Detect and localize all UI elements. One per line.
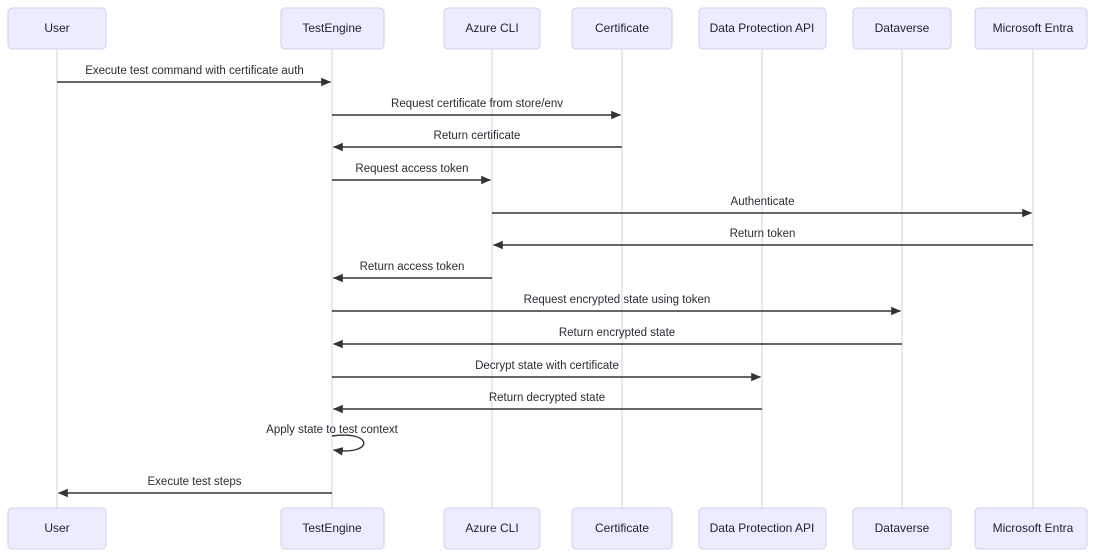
message-label: Apply state to test context — [266, 424, 398, 436]
actor-box-rect — [7, 507, 107, 550]
message-label: Request certificate from store/env — [391, 98, 563, 110]
actor-dvs-bottom[interactable]: Dataverse — [852, 507, 952, 550]
actor-boxes-top: User TestEngine Azure CLI Certificate Data P… — [7, 7, 1088, 50]
message-11: Return decrypted state — [333, 392, 762, 414]
message-1: Execute test command with certificate au… — [57, 65, 331, 87]
message-label: Return access token — [360, 261, 465, 273]
message-4: Request access token — [332, 163, 491, 185]
actor-box-rect — [571, 7, 673, 50]
actor-azcli-bottom[interactable]: Azure CLI — [443, 507, 541, 550]
message-9: Return encrypted state — [333, 327, 902, 349]
actor-label-dvs: Dataverse — [875, 21, 930, 35]
actor-user-top[interactable]: User — [7, 7, 107, 50]
message-3: Return certificate — [333, 130, 622, 152]
actor-box-rect — [974, 7, 1088, 50]
actor-box-rect — [852, 507, 952, 550]
message-label: Return certificate — [434, 130, 521, 142]
actor-entra-bottom[interactable]: Microsoft Entra — [974, 507, 1088, 550]
actor-engine-bottom[interactable]: TestEngine — [280, 507, 385, 550]
actor-box-rect — [698, 507, 827, 550]
message-5: Authenticate — [492, 196, 1032, 218]
message-label: Return encrypted state — [559, 327, 675, 339]
actor-box-rect — [7, 7, 107, 50]
actor-box-rect — [698, 7, 827, 50]
message-13: Execute test steps — [58, 476, 332, 498]
actor-boxes-bottom: User TestEngine Azure CLI Certificate Data P… — [7, 507, 1088, 550]
actor-dpapi-bottom[interactable]: Data Protection API — [698, 507, 827, 550]
actor-box-rect — [852, 7, 952, 50]
actor-azcli-top[interactable]: Azure CLI — [443, 7, 541, 50]
actor-box-rect — [974, 507, 1088, 550]
actor-label-dpapi: Data Protection API — [710, 521, 815, 535]
actor-label-dpapi: Data Protection API — [710, 21, 815, 35]
actor-label-cert: Certificate — [595, 21, 649, 35]
message-label: Execute test steps — [148, 476, 242, 488]
actor-label-entra: Microsoft Entra — [993, 521, 1074, 535]
message-label: Authenticate — [731, 196, 795, 208]
actor-box-rect — [443, 7, 541, 50]
message-label: Request encrypted state using token — [524, 294, 711, 306]
message-2: Request certificate from store/env — [332, 98, 621, 120]
message-label: Return decrypted state — [489, 392, 605, 404]
actor-label-engine: TestEngine — [302, 521, 362, 535]
actor-dpapi-top[interactable]: Data Protection API — [698, 7, 827, 50]
message-label: Decrypt state with certificate — [475, 360, 619, 372]
actor-entra-top[interactable]: Microsoft Entra — [974, 7, 1088, 50]
actor-label-dvs: Dataverse — [875, 521, 930, 535]
actor-label-cert: Certificate — [595, 521, 649, 535]
actor-label-entra: Microsoft Entra — [993, 21, 1074, 35]
actor-user-bottom[interactable]: User — [7, 507, 107, 550]
message-12: Apply state to test context — [266, 424, 399, 456]
message-10: Decrypt state with certificate — [332, 360, 761, 382]
actor-dvs-top[interactable]: Dataverse — [852, 7, 952, 50]
lifelines-group — [56, 49, 1034, 508]
actor-label-azcli: Azure CLI — [465, 21, 518, 35]
actor-box-rect — [443, 507, 541, 550]
actor-box-rect — [280, 507, 385, 550]
actor-label-engine: TestEngine — [302, 21, 362, 35]
actor-engine-top[interactable]: TestEngine — [280, 7, 385, 50]
actor-label-user: User — [44, 521, 69, 535]
actor-cert-bottom[interactable]: Certificate — [571, 507, 673, 550]
actor-box-rect — [280, 7, 385, 50]
actor-label-user: User — [44, 21, 69, 35]
actor-box-rect — [571, 507, 673, 550]
message-label: Return token — [730, 228, 796, 240]
message-7: Return access token — [333, 261, 492, 283]
message-6: Return token — [493, 228, 1033, 250]
message-label: Request access token — [355, 163, 468, 175]
message-8: Request encrypted state using token — [332, 294, 901, 316]
messages-group: Execute test command with certificate au… — [57, 65, 1033, 498]
actor-cert-top[interactable]: Certificate — [571, 7, 673, 50]
actor-label-azcli: Azure CLI — [465, 521, 518, 535]
message-label: Execute test command with certificate au… — [85, 65, 304, 77]
self-message-arc — [331, 434, 365, 456]
